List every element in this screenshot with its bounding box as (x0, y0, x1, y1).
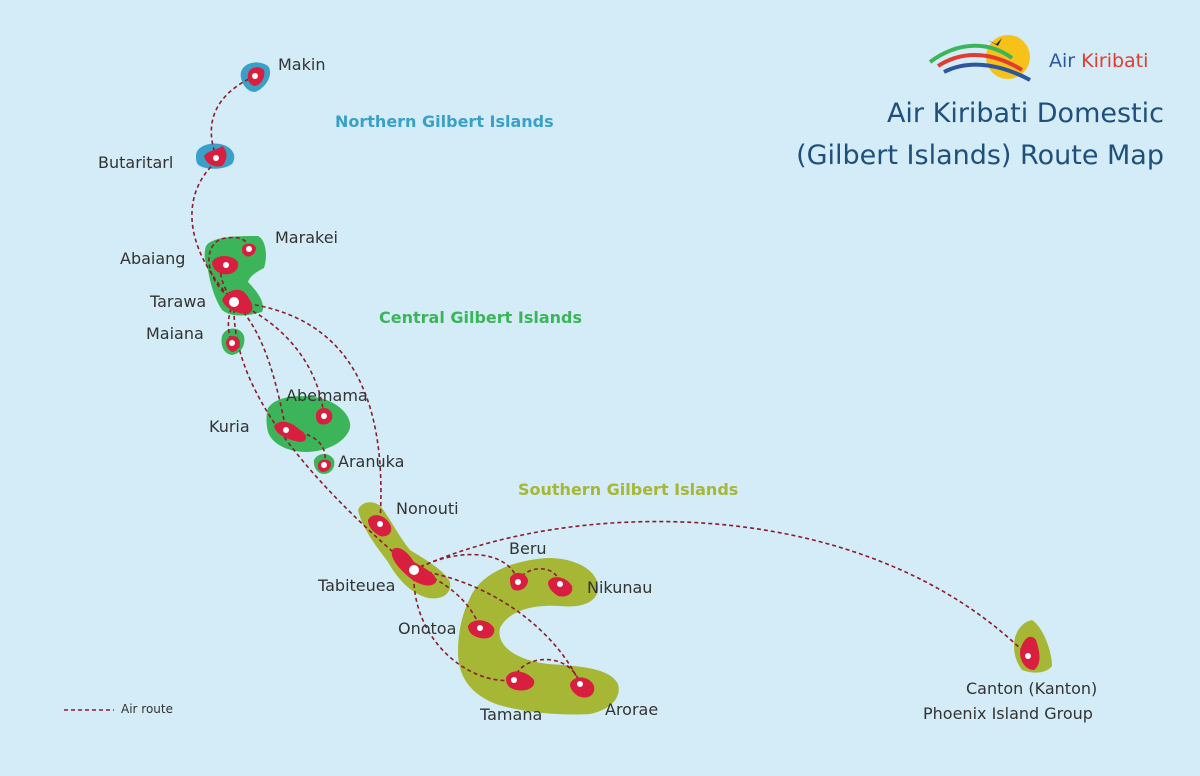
island-label-arorae: Arorae (605, 700, 659, 719)
southern-arc-shape (458, 558, 619, 715)
route-butaritari-tarawa (191, 161, 235, 303)
abemama-airport-dot (321, 413, 327, 419)
island-label-beru: Beru (509, 539, 547, 558)
island-label-abaiang: Abaiang (120, 249, 186, 268)
route-marakei-loop (208, 236, 249, 303)
island-label-kuria: Kuria (209, 417, 250, 436)
beru-airport-dot (515, 579, 521, 585)
island-label-onotoa: Onotoa (398, 619, 457, 638)
aranuka-airport-dot (321, 462, 327, 468)
route-makin-butaritari (210, 75, 256, 157)
island-label-marakei: Marakei (275, 228, 338, 247)
brand-name-part2: Kiribati (1081, 50, 1149, 72)
tarawa-airport-dot (229, 297, 239, 307)
island-label-butaritari: Butaritarl (98, 153, 174, 172)
region-label-northern: Northern Gilbert Islands (335, 112, 554, 131)
arorae-airport-dot (577, 681, 583, 687)
region-label-southern: Southern Gilbert Islands (518, 480, 739, 499)
map-title-line1: Air Kiribati Domestic (886, 98, 1164, 129)
island-label-tabiteuea: Tabiteuea (318, 576, 396, 595)
butaritari-airport-dot (213, 155, 219, 161)
nonouti-airport-dot (377, 521, 383, 527)
island-label-canton-line1: Canton (Kanton) (966, 679, 1098, 698)
makin-airport-dot (252, 73, 258, 79)
logo-wave-blue-icon (943, 62, 1031, 82)
route-tabiteuea-canton (413, 520, 1029, 657)
logo-wave-green-icon (928, 43, 1014, 64)
canton-island (1020, 636, 1040, 670)
onotoa-airport-dot (477, 625, 483, 631)
island-label-canton-line2: Phoenix Island Group (923, 704, 1093, 723)
abaiang-airport-dot (223, 262, 229, 268)
tamana-island (506, 671, 535, 691)
route-tarawa-kuria (233, 301, 287, 431)
logo-wave-red-icon (936, 53, 1024, 72)
island-label-makin: Makin (278, 55, 326, 74)
island-label-maiana: Maiana (146, 324, 204, 343)
route-abaiang-loop (219, 263, 235, 303)
map-title-line2: (Gilbert Islands) Route Map (796, 140, 1164, 171)
canton-airport-dot (1025, 653, 1031, 659)
tabiteuea-airport-dot (409, 565, 419, 575)
island-label-nikunau: Nikunau (587, 578, 653, 597)
marakei-airport-dot (246, 246, 252, 252)
maiana-airport-dot (229, 340, 235, 346)
southern-region-shapes (358, 502, 1052, 715)
arorae-island (570, 677, 595, 698)
kuria-island (274, 421, 306, 442)
island-label-nonouti: Nonouti (396, 499, 459, 518)
island-label-abemama: Abemama (286, 386, 368, 405)
route-tabiteuea-beru (413, 553, 519, 583)
island-label-tarawa: Tarawa (150, 292, 207, 311)
logo-bird-icon (988, 38, 1002, 46)
route-tabiteuea-tamana (413, 569, 515, 682)
tamana-airport-dot (511, 677, 517, 683)
legend-air-route-label: Air route (121, 702, 173, 716)
air-kiribati-logo-icon (928, 35, 1031, 82)
island-label-tamana: Tamana (480, 705, 543, 724)
brand-name: Air Kiribati (1049, 52, 1148, 71)
airport-dots (213, 73, 1031, 687)
region-label-central: Central Gilbert Islands (379, 308, 583, 327)
route-tarawa-nonouti (233, 301, 382, 523)
route-tarawa-tabiteuea (233, 301, 415, 571)
brand-name-part1: Air (1049, 50, 1076, 72)
nikunau-airport-dot (557, 581, 563, 587)
kuria-airport-dot (283, 427, 289, 433)
route-kuria-aranuka (285, 431, 326, 465)
island-label-aranuka: Aranuka (338, 452, 405, 471)
